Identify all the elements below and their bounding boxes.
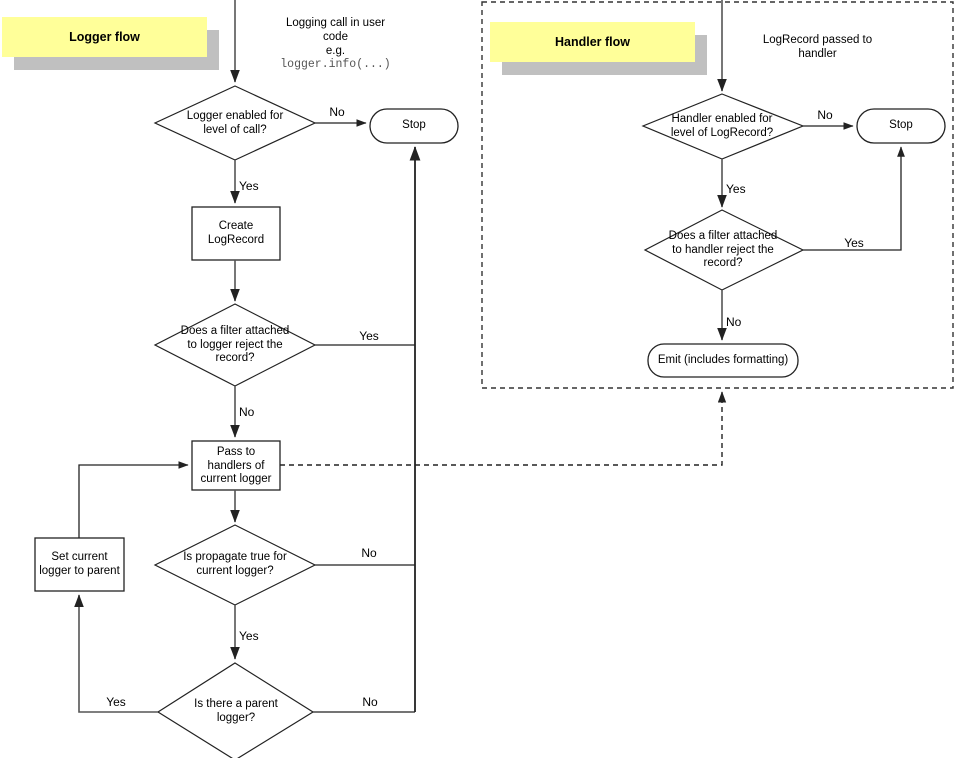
edge-set-parent-to-pass bbox=[78, 461, 189, 538]
edge-label-handler-enabled-no: No bbox=[817, 108, 833, 122]
edge-label-has-parent-no: No bbox=[362, 695, 378, 709]
edge-has-parent-yes bbox=[74, 594, 158, 713]
node-create-logrecord bbox=[191, 206, 281, 261]
node-is-propagate bbox=[153, 524, 317, 606]
edge-pass-to-handler-flow bbox=[280, 391, 727, 466]
edge-label-handler-filter-no: No bbox=[726, 315, 742, 329]
node-stop-logger bbox=[369, 108, 459, 144]
edge-label-logger-filter-no: No bbox=[239, 405, 255, 419]
logger-flow-banner: Logger flow bbox=[2, 17, 207, 57]
node-logger-enabled bbox=[153, 85, 317, 161]
logging-call-note-line2: code bbox=[323, 31, 348, 43]
logging-call-note-code: logger.info(...) bbox=[280, 58, 391, 71]
node-has-parent bbox=[156, 662, 315, 758]
logger-flow-banner-label: Logger flow bbox=[69, 30, 140, 44]
edge-label-is-propagate-yes: Yes bbox=[239, 629, 259, 643]
logrecord-note-line2: handler bbox=[798, 48, 837, 60]
node-set-parent bbox=[34, 537, 125, 592]
logging-call-note-line1: Logging call in user bbox=[285, 17, 386, 29]
edge-label-logger-filter-yes: Yes bbox=[359, 329, 379, 343]
logrecord-note-line1: LogRecord passed to bbox=[762, 34, 873, 46]
edge-handler-filter-yes bbox=[803, 146, 905, 251]
node-handler-enabled bbox=[641, 93, 805, 160]
edge-label-handler-filter-yes: Yes bbox=[844, 236, 864, 250]
edge-label-has-parent-yes: Yes bbox=[106, 695, 126, 709]
handler-flow-banner: Handler flow bbox=[490, 22, 695, 62]
edge-label-logger-enabled-no: No bbox=[329, 105, 345, 119]
node-logger-filter bbox=[153, 303, 317, 387]
node-emit bbox=[647, 343, 799, 378]
logrecord-note-text: LogRecord passed to handler bbox=[730, 33, 905, 61]
node-handler-filter bbox=[643, 209, 805, 291]
handler-flow-region bbox=[481, 1, 954, 389]
logging-call-note: Logging call in user code e.g. logger.in… bbox=[243, 16, 428, 72]
logging-call-note-line3: e.g. bbox=[325, 45, 346, 57]
edge-label-is-propagate-no: No bbox=[361, 546, 377, 560]
edge-label-logger-enabled-yes: Yes bbox=[239, 179, 259, 193]
node-stop-handler bbox=[856, 108, 946, 144]
edge-label-handler-enabled-yes: Yes bbox=[726, 182, 746, 196]
handler-flow-banner-label: Handler flow bbox=[554, 35, 630, 49]
node-pass-to-handlers bbox=[191, 440, 281, 491]
